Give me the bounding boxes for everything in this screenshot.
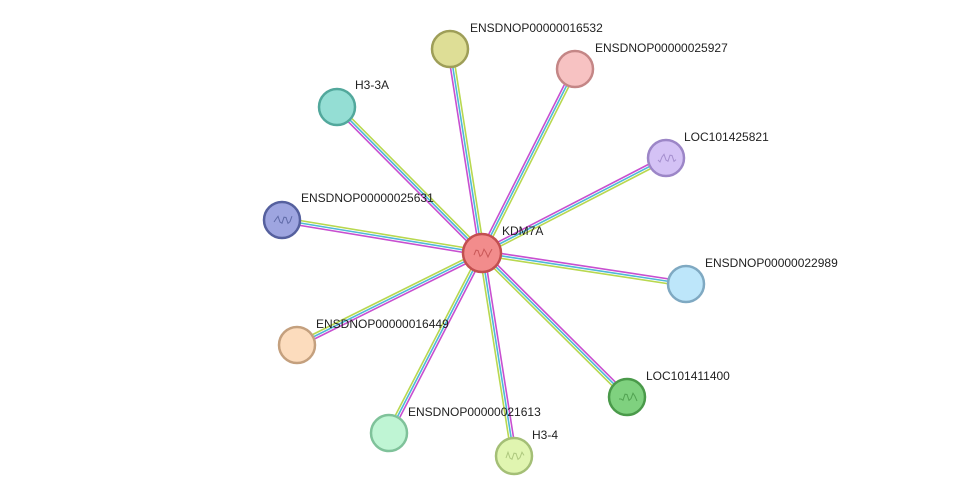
- node-label: ENSDNOP00000025927: [595, 41, 728, 55]
- node-label: LOC101411400: [646, 369, 730, 383]
- node-circle: [494, 436, 534, 476]
- node-circle: [430, 29, 470, 69]
- node-label: H3-4: [532, 428, 558, 442]
- edge[interactable]: [334, 104, 485, 256]
- node-label: ENSDNOP00000016449: [316, 317, 449, 331]
- edge-line: [478, 253, 513, 457]
- edge-line: [481, 254, 686, 288]
- edge-line: [481, 252, 687, 285]
- edge-line: [482, 249, 687, 283]
- edge-line: [483, 250, 630, 396]
- edge-line: [483, 252, 518, 456]
- edge-line: [449, 48, 483, 254]
- node[interactable]: ENSDNOP00000016532: [430, 21, 603, 69]
- protein-structure-path: [619, 392, 638, 402]
- edge[interactable]: [295, 250, 484, 348]
- node-circle: [646, 138, 686, 178]
- edge-line: [481, 252, 515, 457]
- edge-line: [446, 49, 481, 254]
- edge-line: [281, 219, 483, 254]
- edge-line: [386, 251, 481, 433]
- node-circle: [277, 325, 317, 365]
- edge-line: [281, 221, 482, 257]
- edge-line: [338, 104, 485, 252]
- protein-structure-icon: [619, 392, 638, 402]
- edge-line: [479, 67, 574, 253]
- edge[interactable]: [281, 216, 483, 257]
- node-label: KDM7A: [502, 224, 543, 238]
- edge[interactable]: [479, 250, 630, 400]
- protein-structure-icon: [473, 248, 493, 259]
- edge-line: [388, 252, 483, 434]
- node-circle: [461, 232, 503, 274]
- edge-line: [451, 48, 486, 253]
- edge-line: [482, 159, 668, 256]
- node[interactable]: LOC101425821: [646, 130, 769, 178]
- node-circle: [317, 87, 357, 127]
- protein-structure-icon: [273, 215, 293, 225]
- edge-line: [479, 254, 626, 400]
- node-center[interactable]: KDM7A: [461, 224, 543, 274]
- edge[interactable]: [480, 155, 668, 256]
- node-label: ENSDNOP00000016532: [470, 21, 603, 35]
- edge[interactable]: [478, 252, 518, 457]
- node-label: LOC101425821: [684, 130, 769, 144]
- edge-line: [481, 68, 576, 254]
- node[interactable]: ENSDNOP00000025927: [555, 41, 728, 89]
- protein-structure-icon: [657, 153, 677, 163]
- nodes-layer: ENSDNOP00000016532ENSDNOP00000025927H3-3…: [262, 21, 838, 476]
- node-circle: [369, 413, 409, 453]
- node[interactable]: LOC101411400: [607, 369, 730, 417]
- protein-structure-path: [473, 248, 493, 259]
- edge-line: [334, 108, 481, 256]
- node-label: ENSDNOP00000021613: [408, 405, 541, 419]
- protein-structure-path: [273, 215, 293, 225]
- edge[interactable]: [386, 251, 485, 435]
- node-circle: [607, 377, 647, 417]
- edge-line: [481, 157, 667, 254]
- edges-layer: [281, 48, 687, 457]
- node[interactable]: ENSDNOP00000022989: [666, 256, 838, 304]
- protein-structure-path: [505, 450, 525, 461]
- edge-line: [483, 69, 578, 255]
- edge-line: [297, 254, 484, 348]
- node-circle: [262, 200, 302, 240]
- edge-line: [336, 106, 483, 254]
- edge-line: [296, 252, 483, 346]
- edge[interactable]: [479, 67, 578, 255]
- edge-line: [480, 155, 666, 252]
- edge-line: [295, 250, 482, 344]
- edge-line: [282, 216, 483, 252]
- node-circle: [666, 264, 706, 304]
- edge-line: [390, 253, 485, 435]
- node[interactable]: H3-4: [494, 428, 558, 476]
- edge[interactable]: [446, 48, 486, 254]
- node-label: ENSDNOP00000022989: [705, 256, 838, 270]
- protein-structure-icon: [505, 450, 525, 461]
- edge-line: [481, 252, 628, 398]
- node[interactable]: ENSDNOP00000025631: [262, 191, 434, 240]
- node[interactable]: ENSDNOP00000021613: [369, 405, 541, 453]
- node[interactable]: H3-3A: [317, 78, 389, 127]
- node-label: H3-3A: [355, 78, 389, 92]
- node[interactable]: ENSDNOP00000016449: [277, 317, 449, 365]
- node-circle: [555, 49, 595, 89]
- node-label: ENSDNOP00000025631: [301, 191, 434, 205]
- protein-structure-path: [657, 153, 677, 163]
- edge[interactable]: [481, 249, 687, 288]
